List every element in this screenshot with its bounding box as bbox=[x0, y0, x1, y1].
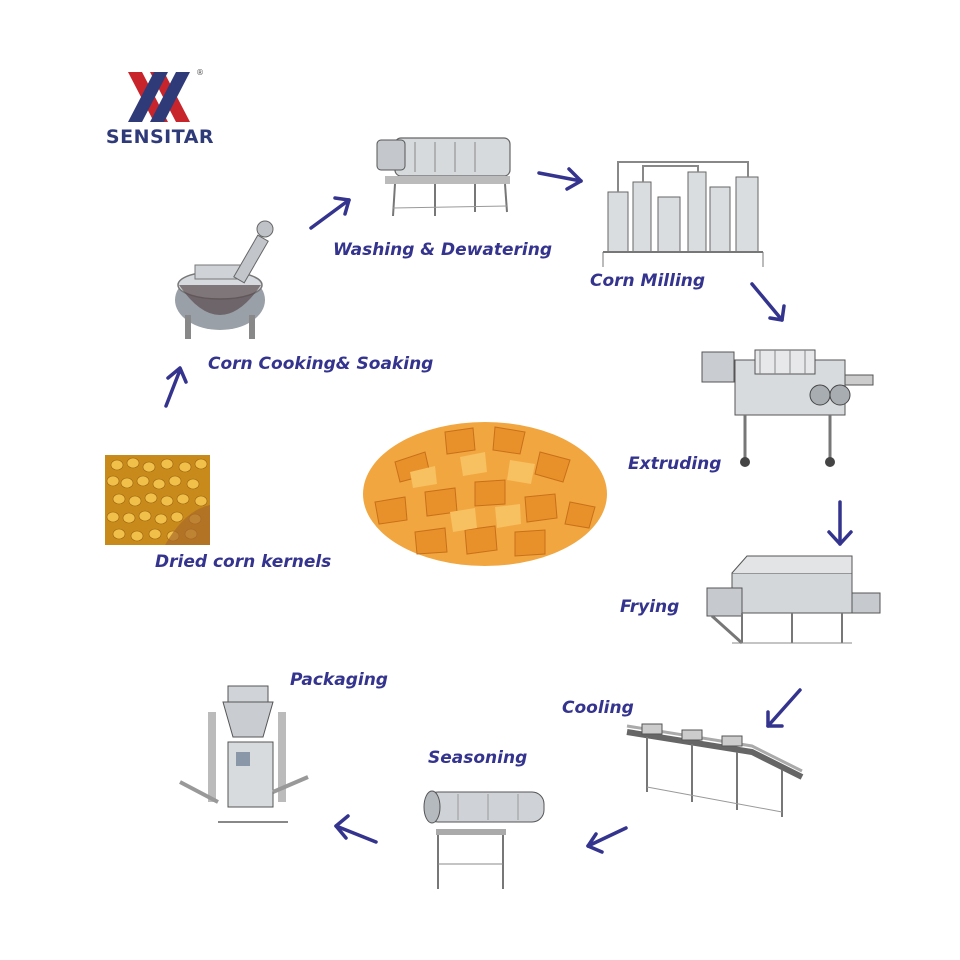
arrow-left-up-icon bbox=[334, 814, 378, 844]
step-label-seasoning: Seasoning bbox=[428, 748, 528, 768]
registered-mark: ® bbox=[196, 68, 204, 77]
fryer-image bbox=[702, 548, 882, 653]
arrow-down-left-icon bbox=[766, 688, 802, 728]
arrow-down-icon bbox=[827, 500, 853, 546]
step-label-packaging: Packaging bbox=[290, 670, 388, 690]
arrow-right-icon bbox=[537, 167, 583, 191]
cooking-kettle-image bbox=[165, 215, 290, 345]
brand-name: SENSITAR bbox=[105, 126, 215, 148]
step-label-cooling: Cooling bbox=[562, 698, 634, 718]
seasoning-drum-image bbox=[418, 784, 548, 894]
step-label-dried-corn-kernels: Dried corn kernels bbox=[155, 552, 332, 572]
milling-line-image bbox=[598, 152, 768, 272]
packaging-machine-image bbox=[178, 682, 313, 832]
arrow-up-icon bbox=[164, 366, 188, 408]
step-label-extruding: Extruding bbox=[628, 454, 722, 474]
brand-logo: ® SENSITAR bbox=[100, 68, 220, 158]
arrow-up-right-icon bbox=[309, 196, 351, 230]
corn-kernels-image bbox=[105, 455, 210, 545]
step-label-corn-milling: Corn Milling bbox=[590, 271, 706, 291]
arrow-down-right-icon bbox=[750, 282, 786, 322]
brand-logo-mark bbox=[128, 72, 190, 122]
washing-drum-image bbox=[375, 128, 515, 223]
extruder-image bbox=[700, 340, 875, 470]
cooling-conveyor-image bbox=[622, 722, 807, 822]
corn-chips-image bbox=[355, 402, 615, 577]
arrow-left-down-icon bbox=[586, 826, 628, 854]
step-label-washing-dewatering: Washing & Dewatering bbox=[333, 240, 553, 260]
step-label-corn-cooking-soaking: Corn Cooking& Soaking bbox=[208, 354, 434, 374]
step-label-frying: Frying bbox=[620, 597, 680, 617]
